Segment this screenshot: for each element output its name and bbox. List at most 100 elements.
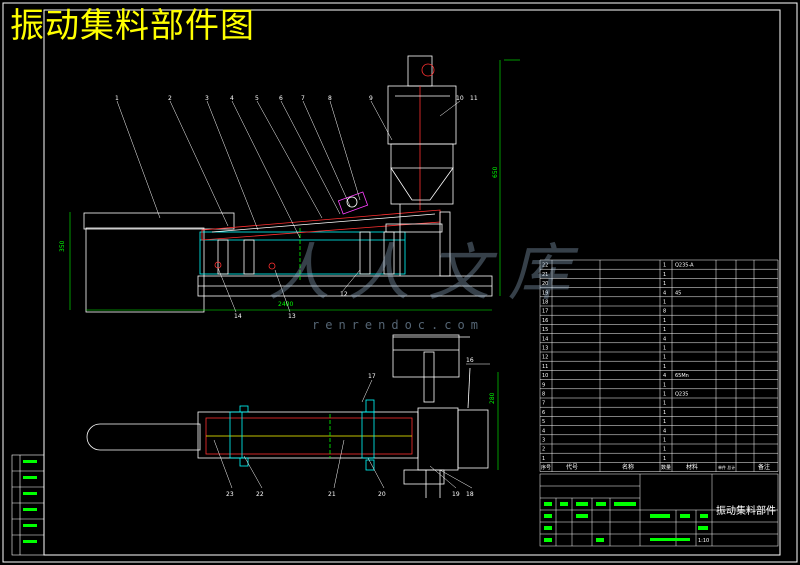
- bom-header-no: 序号: [541, 464, 551, 471]
- balloon-21: 21: [328, 491, 336, 498]
- bom-row-no: 19: [542, 290, 548, 296]
- bom-row-qty: 1: [663, 419, 666, 425]
- balloon-13: 13: [288, 313, 296, 320]
- balloon-2: 2: [168, 95, 172, 102]
- bom-row-qty: 1: [663, 456, 666, 462]
- watermark-url: renrendoc.com: [312, 318, 484, 332]
- bom-row-no: 17: [542, 309, 548, 315]
- bom-row-no: 3: [542, 438, 545, 444]
- balloon-20: 20: [378, 491, 386, 498]
- feed-end: [86, 423, 201, 451]
- bom-row-qty: 1: [663, 346, 666, 352]
- balloon-9: 9: [369, 95, 373, 102]
- bom-row-qty: 4: [663, 373, 666, 379]
- bom-row-qty: 1: [663, 281, 666, 287]
- inner-frame: [43, 9, 781, 556]
- plan-balloons: 23 22 21 20 19 18 17 16: [226, 357, 474, 498]
- bom-row-qty: 4: [663, 290, 666, 296]
- balloon-23: 23: [226, 491, 234, 498]
- bom-row-qty: 1: [663, 263, 666, 269]
- balloon-7: 7: [301, 95, 305, 102]
- dim-height-left: 350: [59, 240, 66, 252]
- bom-row-material: 65Mn: [675, 373, 689, 379]
- bom-row-material: Q235: [675, 392, 688, 398]
- bom-row-no: 2: [542, 447, 545, 453]
- side-block: [11, 454, 45, 556]
- side-dimensions: [69, 59, 520, 311]
- bom-row-qty: 1: [663, 401, 666, 407]
- conveyor-body: [197, 411, 419, 459]
- bom-header-code: 代号: [566, 463, 578, 471]
- bom-row-qty: 1: [663, 382, 666, 388]
- bom-header-qty: 数量: [661, 464, 671, 471]
- balloon-1: 1: [115, 95, 119, 102]
- bom-header-weight: 单件 总计: [718, 464, 735, 470]
- balloon-3: 3: [205, 95, 209, 102]
- watermark: 人人文库: [268, 236, 589, 309]
- balloon-17: 17: [368, 373, 376, 380]
- bom-row-no: 7: [542, 401, 545, 407]
- bom-header-name: 名称: [622, 463, 634, 471]
- feed-chute: [83, 212, 235, 230]
- bom-row-no: 4: [542, 428, 545, 434]
- balloon-5: 5: [255, 95, 259, 102]
- bom-row-qty: 1: [663, 327, 666, 333]
- drawing-scale: 1:10: [698, 538, 709, 544]
- drawing-name: 振动集料部件: [716, 504, 776, 517]
- plan-view: 280 23 22 21 20 19 18 17 16: [86, 334, 499, 498]
- side-leaders: [116, 100, 461, 313]
- bom-row-no: 21: [542, 272, 548, 278]
- bom-row-no: 1: [542, 456, 545, 462]
- balloon-10: 10: [456, 95, 464, 102]
- balloon-22: 22: [256, 491, 264, 498]
- balloon-16: 16: [466, 357, 474, 364]
- plan-leaders: [213, 363, 490, 489]
- bom-row-qty: 4: [663, 428, 666, 434]
- bom-row-material: Q235-A: [675, 263, 694, 269]
- bom-row-qty: 1: [663, 318, 666, 324]
- bom-row-qty: 4: [663, 336, 666, 342]
- bom-row-no: 8: [542, 392, 545, 398]
- bom-row-qty: 1: [663, 300, 666, 306]
- bom-row-no: 18: [542, 300, 548, 306]
- bom-row-no: 20: [542, 281, 548, 287]
- bom-row-qty: 8: [663, 309, 666, 315]
- balloon-6: 6: [279, 95, 283, 102]
- bom-row-qty: 1: [663, 410, 666, 416]
- dim-height-main: 650: [492, 166, 499, 178]
- base-frame: [85, 227, 205, 313]
- bom-row-no: 5: [542, 419, 545, 425]
- side-view: 350 650 2400 1 2 3 4 5 6 7 8: [59, 55, 520, 320]
- side-balloons: 1 2 3 4 5 6 7 8 9 10 11 14 13 12: [115, 95, 478, 320]
- bom-row-no: 15: [542, 327, 548, 333]
- dim-plan-height: 280: [489, 392, 496, 404]
- bom-row-no: 10: [542, 373, 548, 379]
- balloon-11: 11: [470, 95, 478, 102]
- balloon-19: 19: [452, 491, 460, 498]
- drive-end: [403, 407, 489, 498]
- bom-row-no: 16: [542, 318, 548, 324]
- bom-row-qty: 1: [663, 447, 666, 453]
- bom-row-no: 14: [542, 336, 548, 342]
- bom-header-note: 备注: [758, 463, 770, 471]
- dim-width-main: 2400: [278, 301, 293, 308]
- bom-header-material: 材料: [686, 463, 698, 471]
- bom-row-material: 45: [675, 290, 681, 296]
- balloon-4: 4: [230, 95, 234, 102]
- vibration-motor: [337, 191, 369, 215]
- bom-row-no: 11: [542, 364, 548, 370]
- bom-row-no: 9: [542, 382, 545, 388]
- title-block: [539, 473, 779, 547]
- hopper-plan: [392, 334, 460, 378]
- balloon-8: 8: [328, 95, 332, 102]
- hopper-tower: [385, 55, 457, 277]
- page-title: 振动集料部件图: [10, 6, 255, 46]
- balloon-14: 14: [234, 313, 242, 320]
- bom-row-no: 22: [542, 263, 548, 269]
- bom-row-qty: 1: [663, 364, 666, 370]
- balloon-12: 12: [340, 291, 348, 298]
- bom-row-no: 12: [542, 355, 548, 361]
